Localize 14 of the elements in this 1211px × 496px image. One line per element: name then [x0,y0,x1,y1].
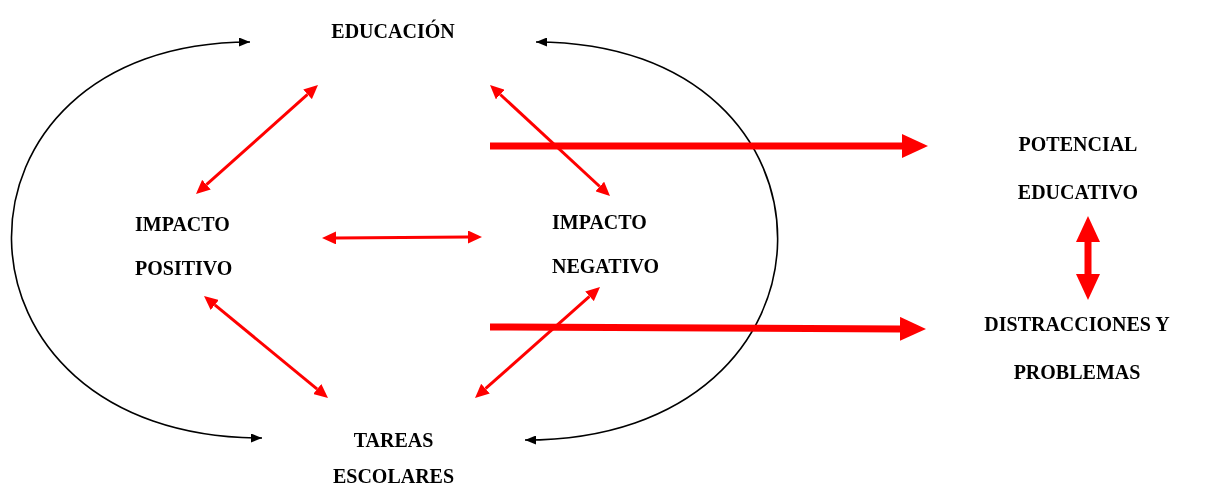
double-arrow [10,38,263,442]
concept-label: TAREAS ESCOLARES [331,428,456,489]
double-arrow [524,38,779,444]
concept-label: DISTRACCIONES Y PROBLEMAS [983,312,1171,385]
double-arrow [204,296,328,398]
double-arrow [196,85,318,194]
double-arrow [322,230,482,245]
double-arrow [475,287,600,398]
concept-label: IMPACTO POSITIVO [135,212,234,281]
concept-label: POTENCIAL EDUCATIVO [1016,132,1140,205]
concept-label: IMPACTO NEGATIVO [552,210,661,279]
concept-label: EDUCACIÓN [331,18,455,44]
double-arrow [490,85,610,196]
double-arrow [1076,216,1100,300]
